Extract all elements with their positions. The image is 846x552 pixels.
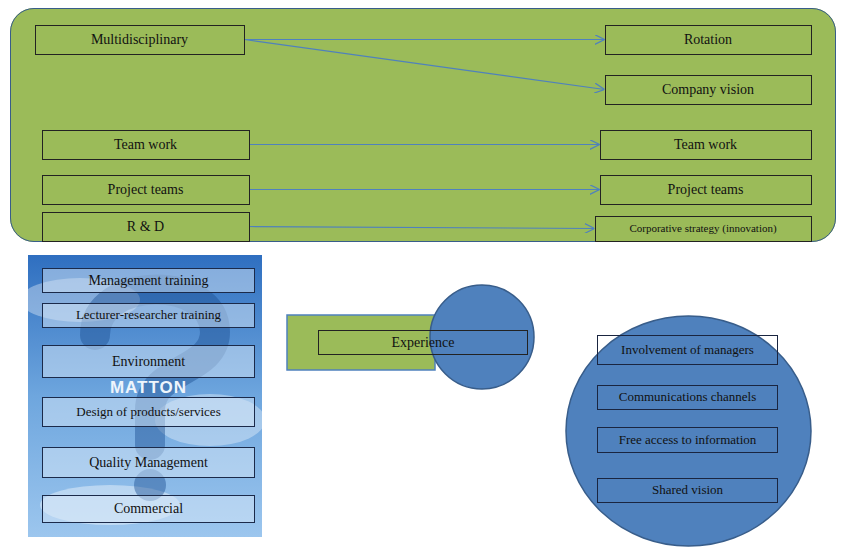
box-text: Management training [88,273,208,288]
process-box: Free access to information [597,427,778,453]
topic-box: Management training [42,268,255,293]
process-box: Rotation [605,25,812,55]
box-text: Multidisciplinary [91,32,188,47]
box-text: Corporative strategy (innovation) [629,222,776,234]
box-text: Rotation [684,32,732,47]
process-box: Shared vision [597,478,778,503]
topic-box: Lecturer-researcher training [42,303,255,328]
box-text: Free access to information [619,433,757,447]
topic-box: Commercial [42,495,255,523]
band-fill [10,8,836,242]
connector-arrow [250,227,595,229]
group-ellipse: Involvement of managersCommunications ch… [565,315,812,547]
box-text: Shared vision [652,483,723,497]
process-box: Involvement of managers [597,335,778,365]
watermark: MATTON [42,379,255,397]
box-text: Company vision [662,82,754,97]
connector-arrow [245,40,605,90]
process-box: R & D [42,212,250,242]
process-box: Corporative strategy (innovation) [595,216,812,242]
box-text: Experience [392,335,455,350]
process-box: Company vision [605,75,812,105]
process-box: Team work [600,130,812,160]
process-box: Project teams [42,175,250,205]
ellipse-shape [566,316,811,546]
box-text: Design of products/services [76,405,220,419]
group-band: Multidisciplinary RotationCompany visionT… [10,8,836,242]
process-box: Team work [42,130,250,160]
box-text: Commercial [114,501,183,516]
box-text: R & D [127,219,164,234]
box-text: Involvement of managers [621,343,754,357]
box-text: Communications channels [619,390,757,404]
box-text: Environment [112,354,185,369]
box-text: Project teams [108,182,184,197]
process-box: Communications channels [597,385,778,410]
topic-box: Quality Management [42,447,255,478]
box-text: Project teams [668,182,744,197]
topic-box: Design of products/services [42,397,255,427]
process-box: Experience [318,330,528,355]
connector-arrow [250,144,600,145]
process-box: Project teams [600,175,812,205]
box-text: Team work [674,137,737,152]
box-text: Team work [114,137,177,152]
connector-arrow [250,189,600,190]
process-box: Multidisciplinary [35,25,245,55]
connector-arrow [245,39,605,40]
box-text: Lecturer-researcher training [76,308,221,322]
box-text: Quality Management [89,455,208,470]
topic-box: Environment [42,345,255,378]
